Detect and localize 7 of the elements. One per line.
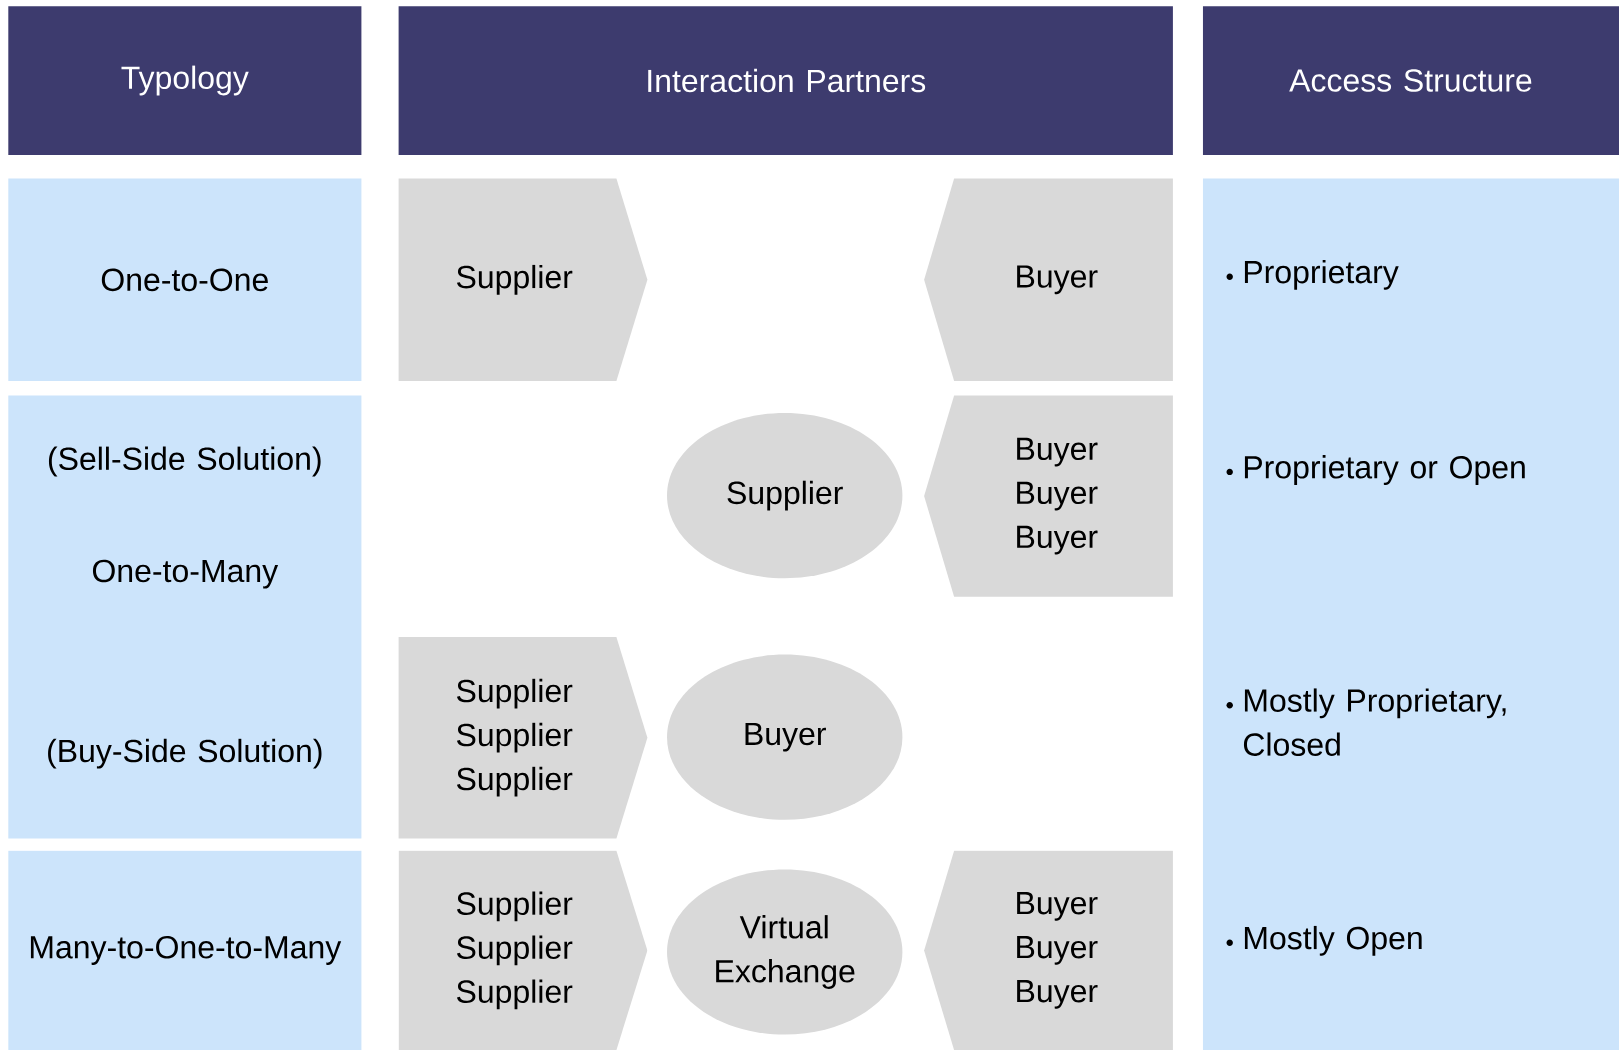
header-box: Access Structure bbox=[1202, 6, 1619, 155]
typology-box: Many-to-One-to-Many bbox=[8, 850, 362, 1050]
header-box: Interaction Partners bbox=[398, 6, 1173, 155]
access-box: Proprietary Proprietary or Open Mostly Proprietary, Closed Mostly Open bbox=[1202, 178, 1619, 1050]
typology-box: (Sell-Side Solution) One-to-Many (Buy-Side Solution) bbox=[8, 395, 362, 839]
header-box: Typology bbox=[8, 6, 362, 155]
typology-box: One-to-One bbox=[8, 178, 362, 381]
